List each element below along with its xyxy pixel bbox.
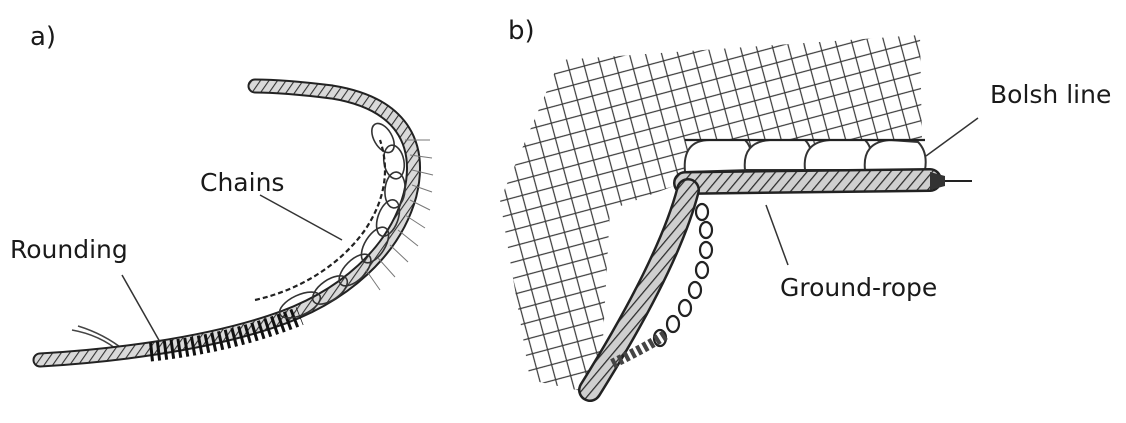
rounding-rope: [40, 86, 413, 360]
rounding-leader: [122, 275, 160, 342]
bolsh-line-label: Bolsh line: [990, 80, 1111, 109]
ground-rope-label: Ground-rope: [780, 273, 937, 302]
bolsh-leader: [926, 118, 978, 156]
chain-loops: [276, 120, 407, 324]
rope-end: [930, 172, 945, 190]
netting: [500, 35, 922, 395]
ground-rope-leader: [766, 205, 788, 265]
panel-a-letter: a): [30, 22, 56, 52]
panel-b-letter: b): [508, 16, 535, 46]
chains-label: Chains: [200, 168, 284, 197]
rounding-label: Rounding: [10, 235, 128, 264]
bolsh-loops: [685, 140, 926, 172]
panel-b: b) Bolsh line Ground-rope: [470, 0, 1126, 423]
chains-leader: [260, 195, 342, 240]
panel-a: a) Chains Rounding: [0, 0, 470, 423]
panel-a-drawing: [0, 0, 470, 423]
panel-b-drawing: [470, 0, 1126, 423]
